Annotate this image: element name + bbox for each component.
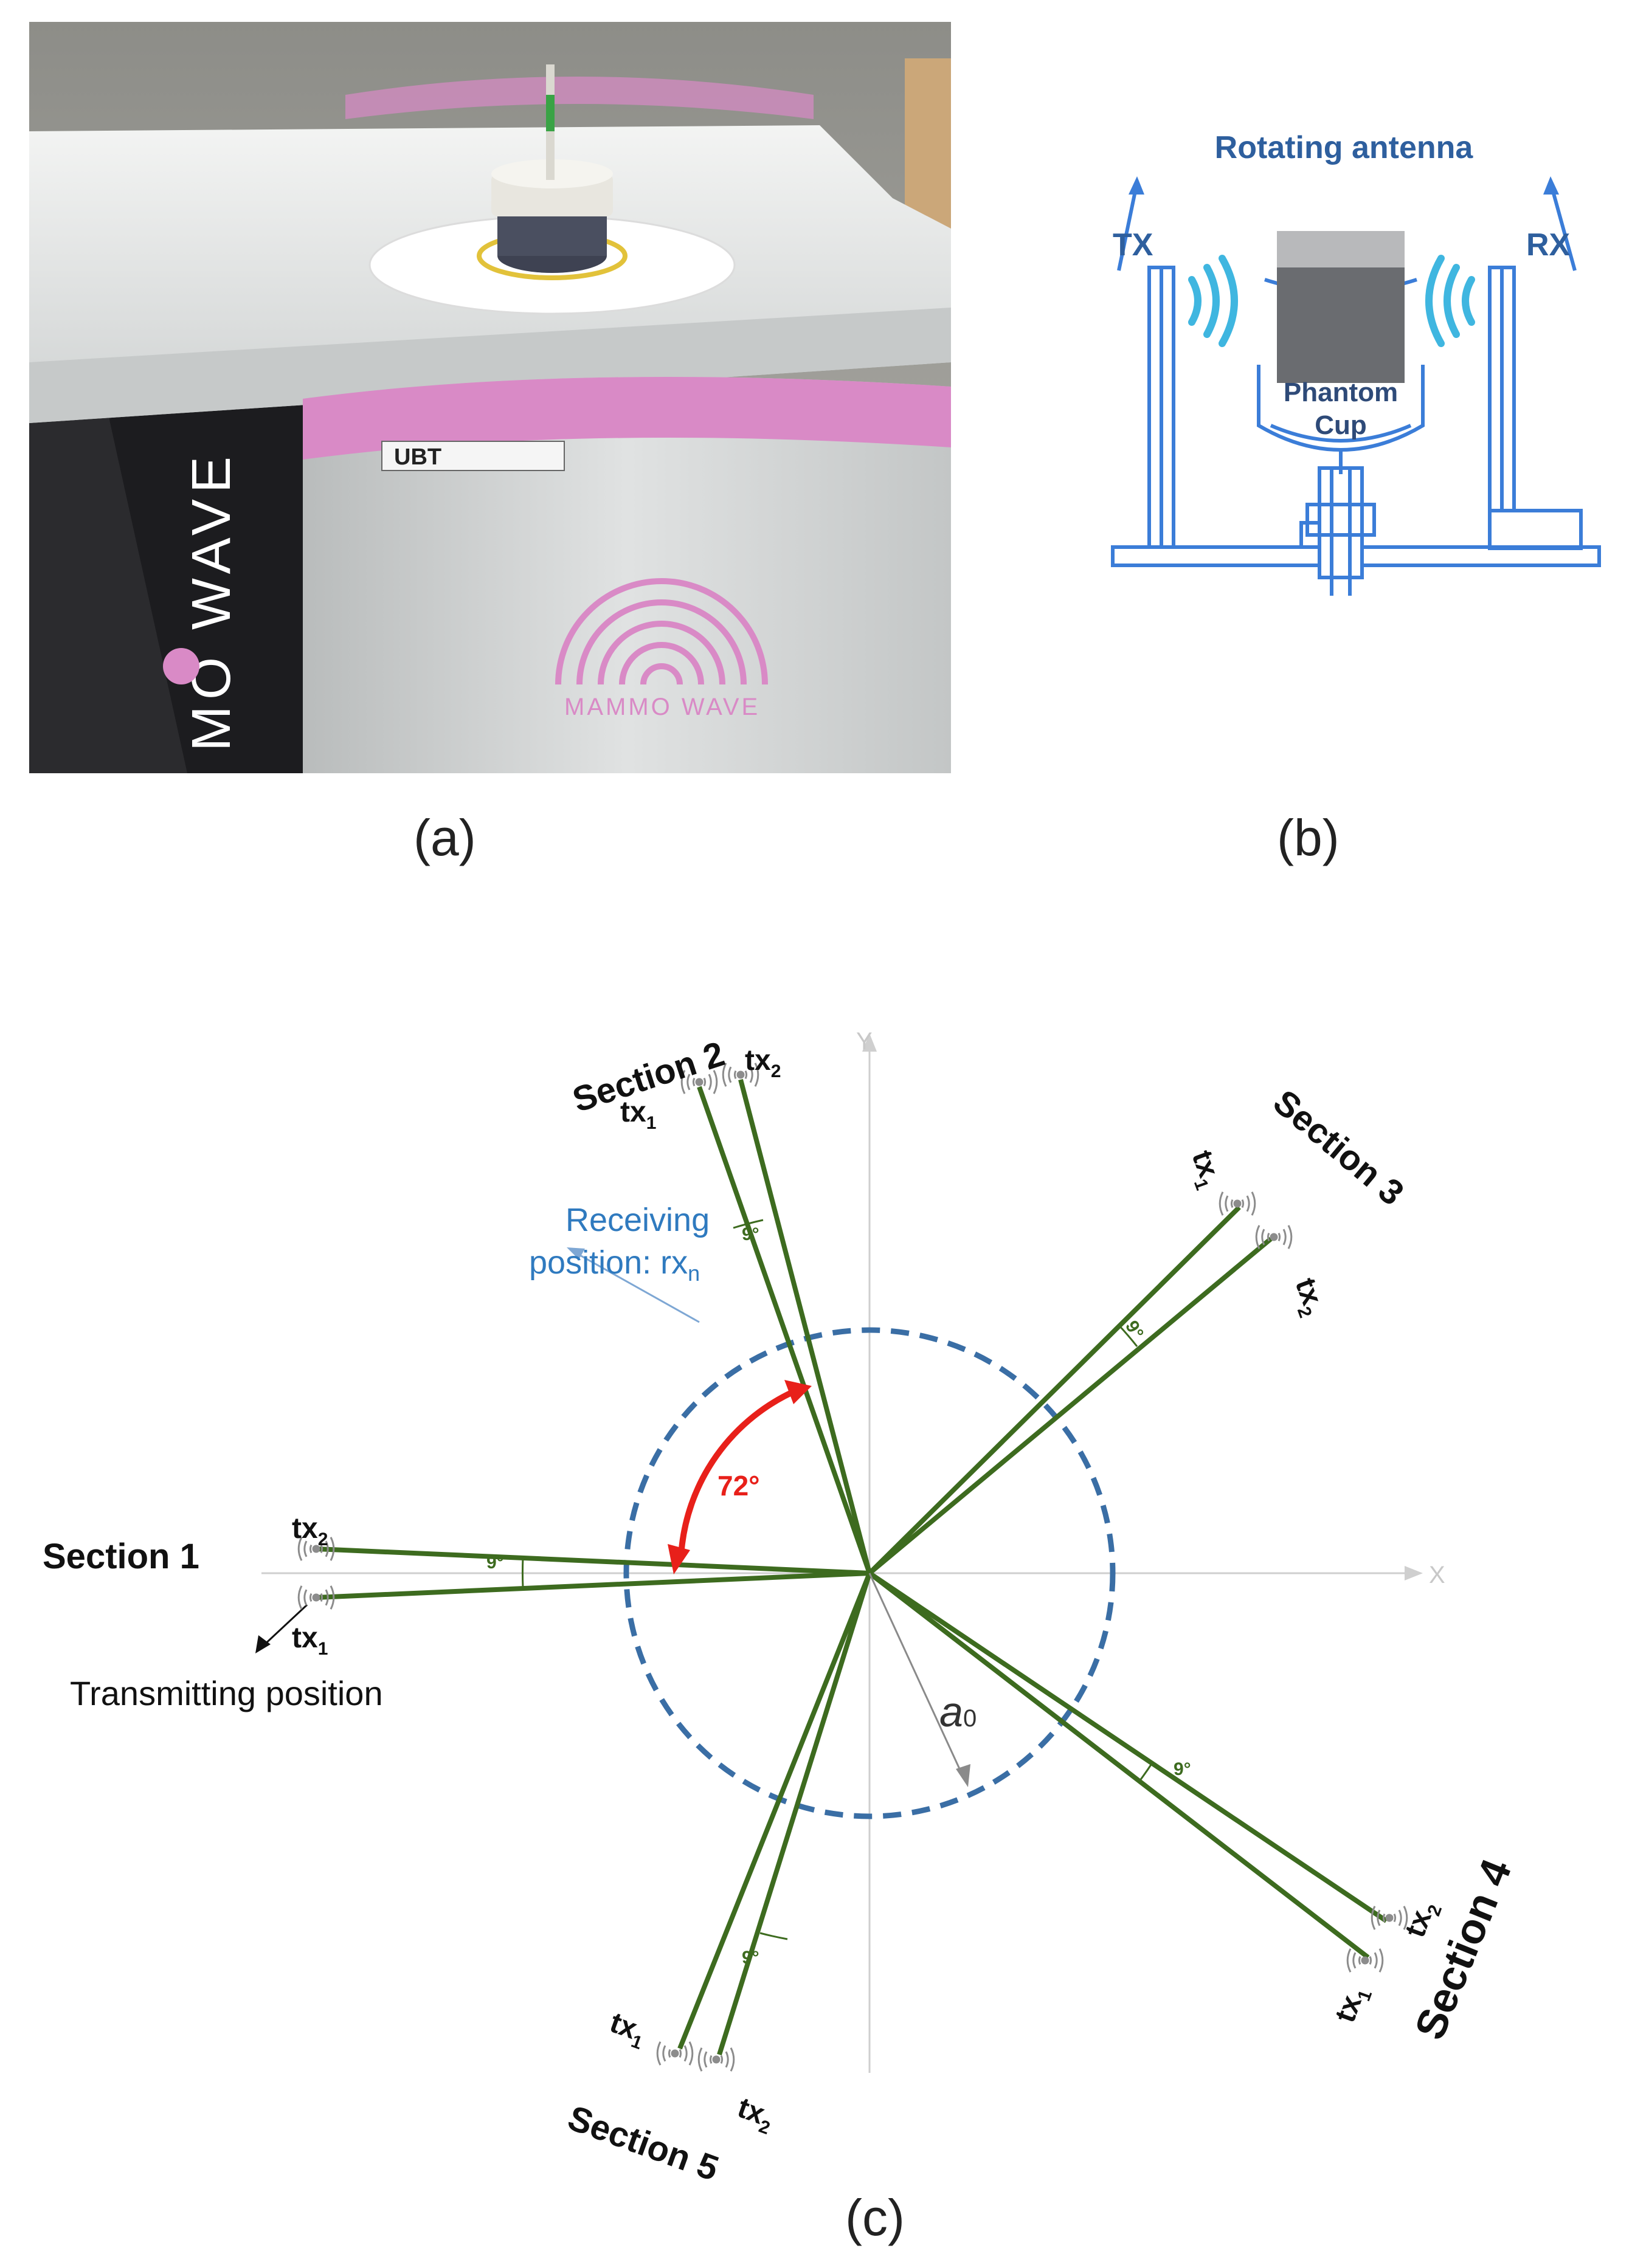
nine-degree-label: 9°: [486, 1553, 504, 1573]
section-3-label: Section 3: [1266, 1082, 1411, 1213]
phantom-label: Phantom: [1284, 377, 1398, 407]
tx2-label: tx2: [745, 1044, 781, 1081]
ubt-logo: UBT: [394, 444, 441, 470]
section-4-label: Section 4: [1406, 1853, 1521, 2046]
antenna-wave-icon: [297, 1585, 335, 1610]
radius-arrowhead-icon: [956, 1764, 970, 1787]
tx2-label: tx2: [1284, 1274, 1332, 1321]
tx2-label: tx2: [1399, 1897, 1447, 1943]
caption-c: (c): [845, 2189, 905, 2246]
mammowave-photo: UBT MAMMO WAVE MO WAVE: [29, 22, 951, 773]
arc-arrowhead-icon: [668, 1544, 690, 1574]
transmitting-label: Transmitting position: [70, 1674, 383, 1712]
tx1-label: tx1: [620, 1096, 656, 1133]
section-1-label: Section 1: [43, 1537, 199, 1576]
nine-degree-label: 9°: [1174, 1759, 1191, 1779]
angle-72-label: 72°: [717, 1470, 760, 1501]
antenna-lines: [316, 1078, 1388, 2056]
nine-degree-label: 9°: [742, 1224, 759, 1244]
transmitting-arrow: [260, 1604, 308, 1649]
mammowave-logo: [555, 578, 768, 685]
arrow-up-icon: [1129, 176, 1144, 195]
tx1-label: tx1: [604, 2007, 651, 2054]
receiving-arrowhead-icon: [567, 1247, 585, 1260]
section-5-label: Section 5: [563, 2098, 724, 2188]
x-axis-arrow-icon: [1405, 1566, 1423, 1580]
tx1-label: tx1: [1181, 1146, 1228, 1193]
seventy-two-degree-arc: [678, 1386, 801, 1557]
antenna-wave-icon: [680, 1070, 718, 1094]
y-axis-arrow-icon: [862, 1033, 877, 1052]
receiving-position-label: position: rxn: [529, 1244, 700, 1286]
rotating-antenna-title: Rotating antenna: [1215, 130, 1474, 165]
antenna-wave-icon: [656, 2041, 694, 2066]
receiving-label: Receiving: [565, 1202, 710, 1238]
side-brand-text: MO WAVE: [181, 450, 242, 751]
radius-label: a0: [939, 1688, 977, 1735]
nine-degree-arcs: [521, 1219, 1153, 1940]
caption-b: (b): [1277, 809, 1340, 866]
antenna-wave-icon: [297, 1537, 335, 1561]
antenna-wave-icon: [1219, 1191, 1256, 1216]
antenna-wave-icon: [1346, 1948, 1384, 1973]
photo-panel: UBT MAMMO WAVE MO WAVE: [29, 22, 951, 773]
tx2-label: tx2: [732, 2092, 779, 2139]
caption-a: (a): [413, 809, 476, 866]
arrow-up-icon: [1543, 176, 1559, 195]
receiving-arrow: [574, 1251, 700, 1323]
tx-label: TX: [1113, 227, 1153, 263]
antenna-wave-icon: [722, 1063, 759, 1087]
rx-label: RX: [1526, 227, 1571, 263]
rx-antenna-icon: [1425, 255, 1475, 347]
antenna-icons: [297, 1063, 1408, 2072]
tx2-label: tx2: [292, 1512, 328, 1549]
radius-line: [868, 1573, 965, 1779]
transmitting-arrowhead-icon: [255, 1635, 271, 1653]
cup-label: Cup: [1315, 410, 1367, 440]
imaging-circle: [623, 1327, 1116, 1819]
tx-antenna-icon: [1188, 255, 1238, 347]
antenna-wave-icon: [1255, 1225, 1293, 1249]
arc-arrowhead-icon: [784, 1380, 812, 1404]
brand-text: MAMMO WAVE: [564, 694, 760, 720]
antenna-wave-icon: [1371, 1906, 1408, 1930]
y-axis-label: Y: [856, 1028, 873, 1055]
nine-degree-label: 9°: [742, 1948, 759, 1968]
antenna-schematic: Rotating antenna TX RX Phantom Cup: [1076, 85, 1611, 620]
tx1-label: tx1: [1329, 1982, 1377, 2028]
tx1-label: tx1: [292, 1622, 328, 1659]
x-axis-label: X: [1429, 1562, 1445, 1588]
antenna-wave-icon: [697, 2047, 735, 2072]
section-geometry-diagram: X Y: [0, 936, 1632, 2265]
